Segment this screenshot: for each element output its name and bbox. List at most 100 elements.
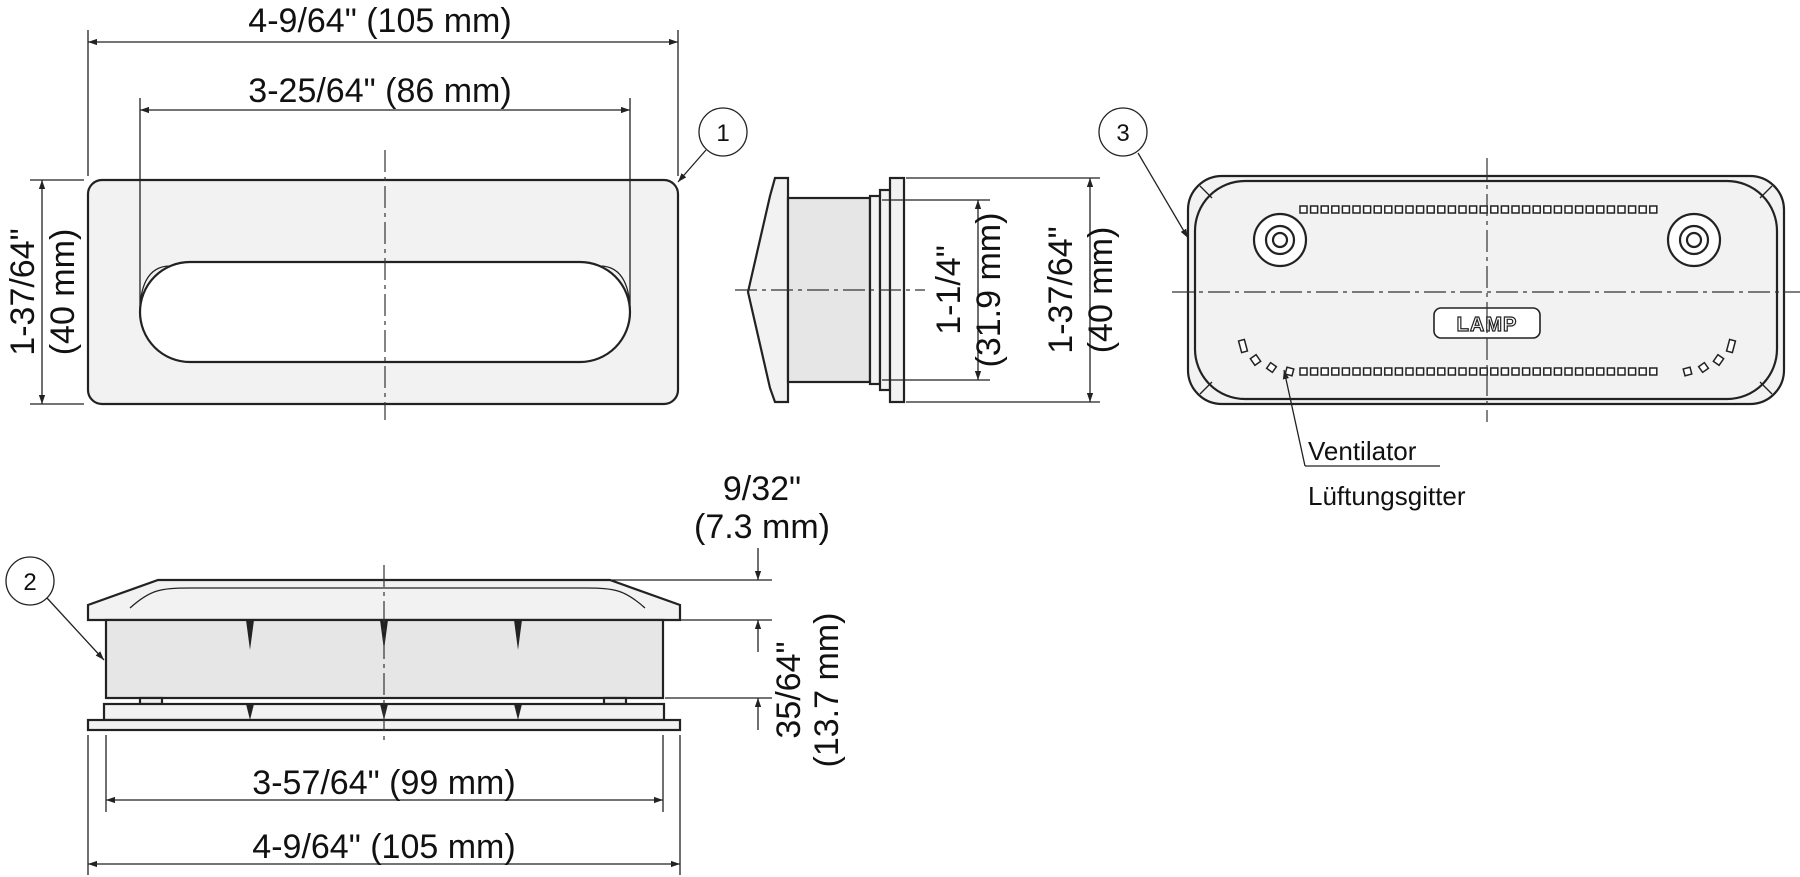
vent-slot	[1521, 367, 1531, 376]
vent-slot	[1415, 367, 1425, 376]
vent-slot	[1284, 366, 1295, 377]
vent-slot	[1331, 205, 1340, 214]
rear-logo-text: LAMP	[1457, 314, 1518, 336]
vent-slot	[1617, 367, 1626, 376]
vent-slot	[1532, 367, 1541, 376]
vent-slot	[1384, 205, 1393, 214]
vent-slot	[1437, 367, 1446, 376]
vent-slot	[1373, 367, 1382, 376]
vent-slot	[1468, 205, 1478, 214]
vent-slot	[1553, 367, 1563, 376]
vent-slot	[1320, 367, 1329, 376]
vent-slot	[1511, 367, 1520, 376]
vent-slot	[1627, 367, 1637, 376]
vent-row-bottom	[1237, 338, 1737, 377]
front-view: 4-9/64" (105 mm) 3-25/64" (86 mm) 1-37/6…	[4, 2, 748, 420]
vent-slot	[1394, 367, 1404, 376]
vent-slot	[1521, 205, 1531, 214]
vent-slot	[1712, 353, 1725, 367]
vent-slot	[1265, 361, 1278, 374]
vent-slot	[1500, 205, 1510, 214]
vent-slot	[1447, 367, 1457, 376]
vent-slot	[1249, 353, 1262, 367]
vent-slot	[1373, 205, 1382, 214]
vent-slot	[1564, 367, 1573, 376]
vent-slot	[1596, 367, 1605, 376]
front-height-label-1: 1-37/64"	[4, 228, 42, 355]
vent-slot	[1352, 367, 1361, 376]
vent-slot	[1479, 367, 1488, 376]
callout-3-circle	[1098, 107, 1148, 157]
vent-slot	[1309, 367, 1319, 376]
vent-slot	[1447, 205, 1457, 214]
vent-slot	[1490, 367, 1499, 376]
bottom-overall-width-label: 4-9/64" (105 mm)	[252, 828, 515, 866]
callout-1-circle	[698, 107, 748, 157]
vent-slot	[1468, 367, 1478, 376]
vent-slot	[1682, 366, 1693, 377]
vent-slot	[1458, 205, 1467, 214]
callout-3-label: 3	[1116, 120, 1129, 147]
rear-view: LAMP 3 Ventilator Lüftungsgitter	[1098, 107, 1800, 511]
vent-slot	[1426, 205, 1435, 214]
vent-slot	[1405, 205, 1414, 214]
vent-slot	[1532, 205, 1541, 214]
vent-slot	[1362, 205, 1372, 214]
vent-slot	[1574, 205, 1584, 214]
vent-slot	[1627, 205, 1637, 214]
callout-2-label: 2	[23, 569, 36, 596]
vent-slot	[1697, 361, 1710, 374]
vent-slot	[1585, 367, 1594, 376]
vent-slot	[1596, 205, 1605, 214]
vent-slot	[1437, 205, 1446, 214]
vent-slot	[1405, 367, 1414, 376]
vent-slot	[1394, 205, 1404, 214]
vent-slot	[1638, 367, 1647, 376]
rear-body	[1193, 179, 1779, 401]
vent-slot	[1352, 205, 1361, 214]
vent-slot	[1479, 205, 1488, 214]
vent-slot	[1543, 367, 1552, 376]
vent-slot	[1638, 205, 1647, 214]
vent-slot	[1341, 367, 1351, 376]
vent-slot	[1606, 367, 1616, 376]
vent-slot	[1331, 367, 1340, 376]
side-outer-height-label-1: 1-37/64"	[1042, 226, 1080, 353]
vent-slot	[1500, 367, 1510, 376]
flange-depth-label-1: 9/32"	[723, 470, 801, 508]
vent-slot	[1309, 205, 1319, 214]
vent-slot	[1384, 367, 1393, 376]
vent-slot	[1511, 205, 1520, 214]
vent-slot	[1415, 205, 1425, 214]
vent-slot	[1553, 205, 1563, 214]
body-depth-label-2: (13.7 mm)	[808, 613, 846, 768]
side-inner-height-label-1: 1-1/4"	[930, 245, 968, 335]
callout-2-circle	[5, 556, 55, 606]
callout-1-label: 1	[716, 120, 729, 147]
vent-slot	[1299, 205, 1308, 214]
side-view: 1-1/4" (31.9 mm) 1-37/64" (40 mm)	[735, 176, 1120, 404]
vent-slot	[1617, 205, 1626, 214]
front-height-label-2: (40 mm)	[44, 229, 82, 356]
vent-slot	[1362, 367, 1372, 376]
vent-slot	[1543, 205, 1552, 214]
side-inner-height-label-2: (31.9 mm)	[970, 213, 1008, 368]
vent-slot	[1237, 338, 1249, 354]
body-depth-label-1: 35/64"	[770, 641, 808, 738]
vent-slot	[1574, 367, 1584, 376]
vent-slot	[1341, 205, 1351, 214]
vent-slot	[1320, 205, 1329, 214]
front-overall-width-label: 4-9/64" (105 mm)	[248, 2, 511, 40]
vent-slot	[1649, 367, 1658, 376]
vent-label-en: Ventilator	[1308, 436, 1417, 466]
vent-slot	[1458, 367, 1467, 376]
vent-label-de: Lüftungsgitter	[1308, 481, 1466, 511]
flange-depth-label-2: (7.3 mm)	[694, 508, 830, 546]
vent-slot	[1649, 205, 1658, 214]
bottom-flange	[86, 578, 682, 622]
bottom-body-width-label: 3-57/64" (99 mm)	[252, 764, 515, 802]
bottom-view: 9/32" (7.3 mm) 35/64" (13.7 mm) 3-57/64"…	[5, 470, 846, 875]
vent-row-top	[1299, 205, 1658, 214]
front-opening-width-label: 3-25/64" (86 mm)	[248, 72, 511, 110]
